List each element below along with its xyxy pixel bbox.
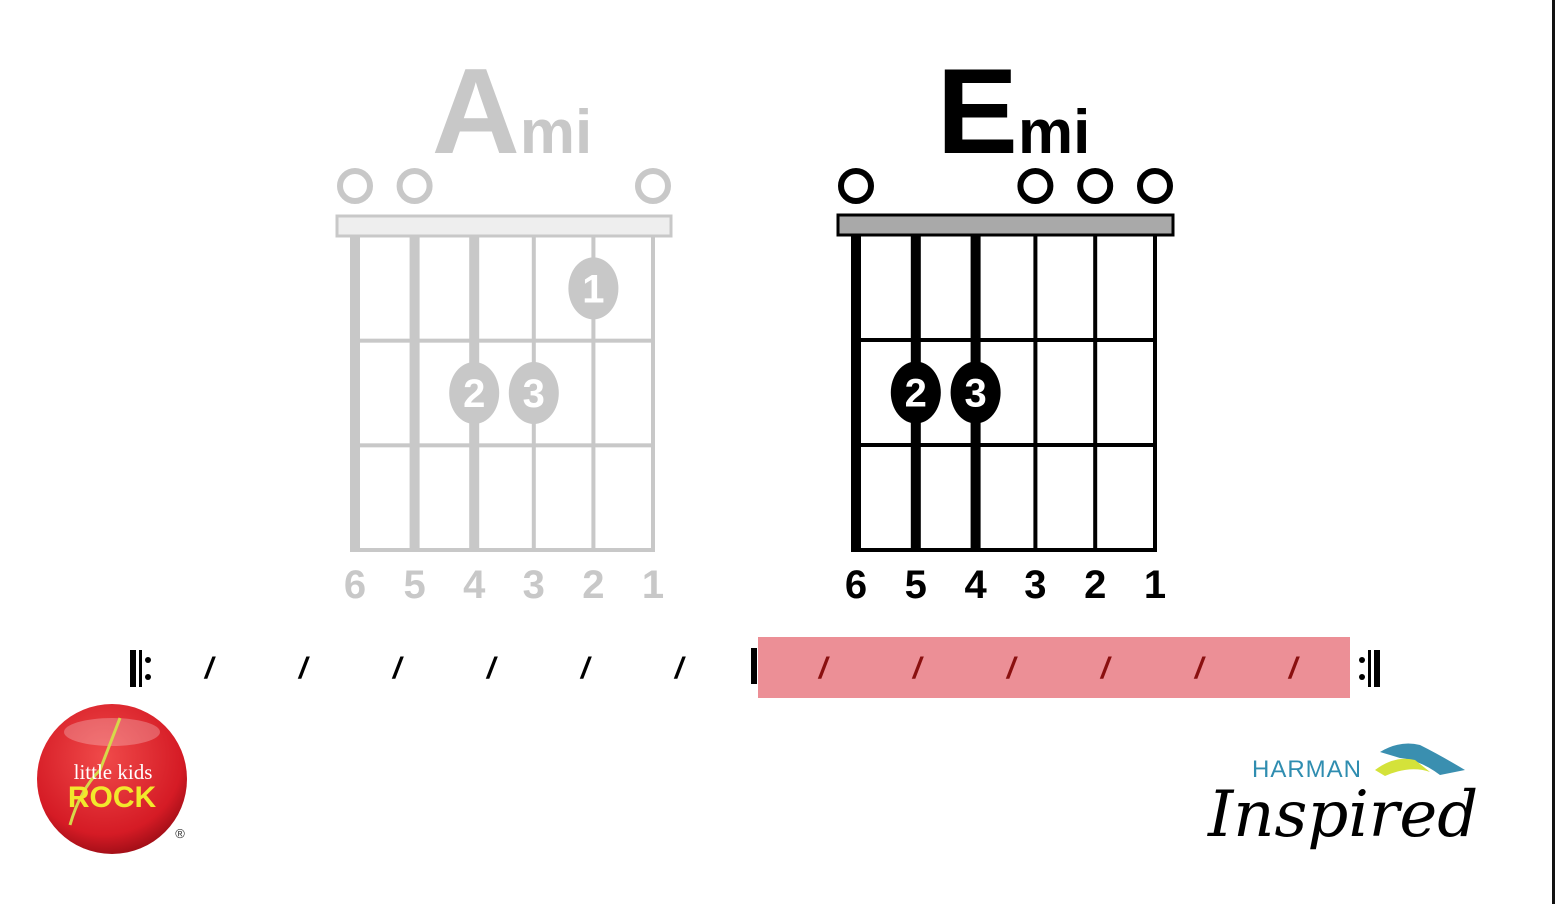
string-2 [591,236,596,552]
barline [751,648,757,684]
finger-dot [950,361,1001,424]
open-string-marker [838,168,874,204]
finger-number: 1 [582,267,604,311]
chord-name: Emi [937,43,1091,179]
finger-number: 2 [463,372,485,416]
finger-dot [568,257,619,320]
beat-slash: / [203,652,216,685]
finger-number: 2 [905,372,927,416]
chord-root: E [937,43,1018,179]
nut [335,214,673,238]
repeat-end-thin [1368,650,1371,687]
chord-name: Ami [432,43,592,179]
open-string-marker [1017,168,1054,204]
fret-line [355,443,653,448]
string-number: 1 [1144,563,1166,607]
logo-circle [37,704,187,854]
beat-slash: / [1005,652,1018,685]
repeat-start-thick [130,650,136,687]
harman-text: HARMAN [1252,756,1362,783]
string-6 [350,236,360,552]
finger-dot [508,362,559,424]
open-string-marker [635,168,671,204]
string-number: 2 [582,563,604,607]
finger-dot [449,362,500,424]
string-number: 5 [403,563,425,607]
string-number: 6 [344,563,366,607]
string-number: 2 [1084,563,1106,607]
fret-line [355,338,653,343]
beat-slash: / [297,652,310,685]
beat-slash: / [911,652,924,685]
string-2 [1093,235,1098,552]
repeat-dot [1359,674,1365,680]
open-string-marker [1137,168,1173,204]
open-string-marker [1077,168,1114,204]
fret-line [856,443,1155,447]
string-1 [1153,235,1157,552]
nut [836,213,1175,237]
string-number: 1 [642,563,664,607]
river-swoosh-accent [1375,758,1430,776]
string-number: 3 [523,563,545,607]
chord-quality: mi [520,98,592,167]
fret-line [856,338,1155,342]
beat-slash: / [391,652,404,685]
logo-text-line2: ROCK [68,781,157,814]
repeat-dot [1359,657,1365,663]
beat-slash: / [579,652,592,685]
open-string-marker [396,168,433,204]
string-1 [651,236,655,552]
string-number: 6 [845,563,867,607]
string-3 [1033,235,1038,552]
current-measure-highlight [758,637,1350,698]
beat-slash: / [1287,652,1300,685]
repeat-end-thick [1374,650,1380,687]
inspired-text: Inspired [1207,778,1478,852]
fret-line [355,548,653,552]
frame-edge [1552,0,1555,904]
finger-number: 3 [523,372,545,416]
open-string-marker [337,168,373,204]
chord-quality: mi [1018,98,1090,167]
string-5 [409,236,420,552]
string-number: 4 [463,563,486,607]
beat-slash: / [817,652,830,685]
string-number: 4 [964,563,987,607]
finger-number: 3 [964,372,986,416]
beat-slash: / [1193,652,1206,685]
river-swoosh-icon [1380,743,1465,775]
chord-root: A [432,43,520,179]
logo-shine [64,718,160,746]
logo-text-line1: little kids [74,760,153,784]
beat-slash: / [485,652,498,685]
string-number: 5 [905,563,927,607]
finger-dot [890,361,941,424]
repeat-dot [145,674,151,680]
rhythm-bar: / / / / / / / / / / / / [130,637,1380,698]
repeat-dot [145,657,151,663]
repeat-start-thin [139,650,142,687]
beat-slash: / [673,652,686,685]
fret-line [856,548,1155,552]
string-6 [851,235,861,552]
string-number: 3 [1024,563,1046,607]
registered-mark: ® [175,826,185,841]
guitar-icon [68,717,122,826]
beat-slash: / [1099,652,1112,685]
